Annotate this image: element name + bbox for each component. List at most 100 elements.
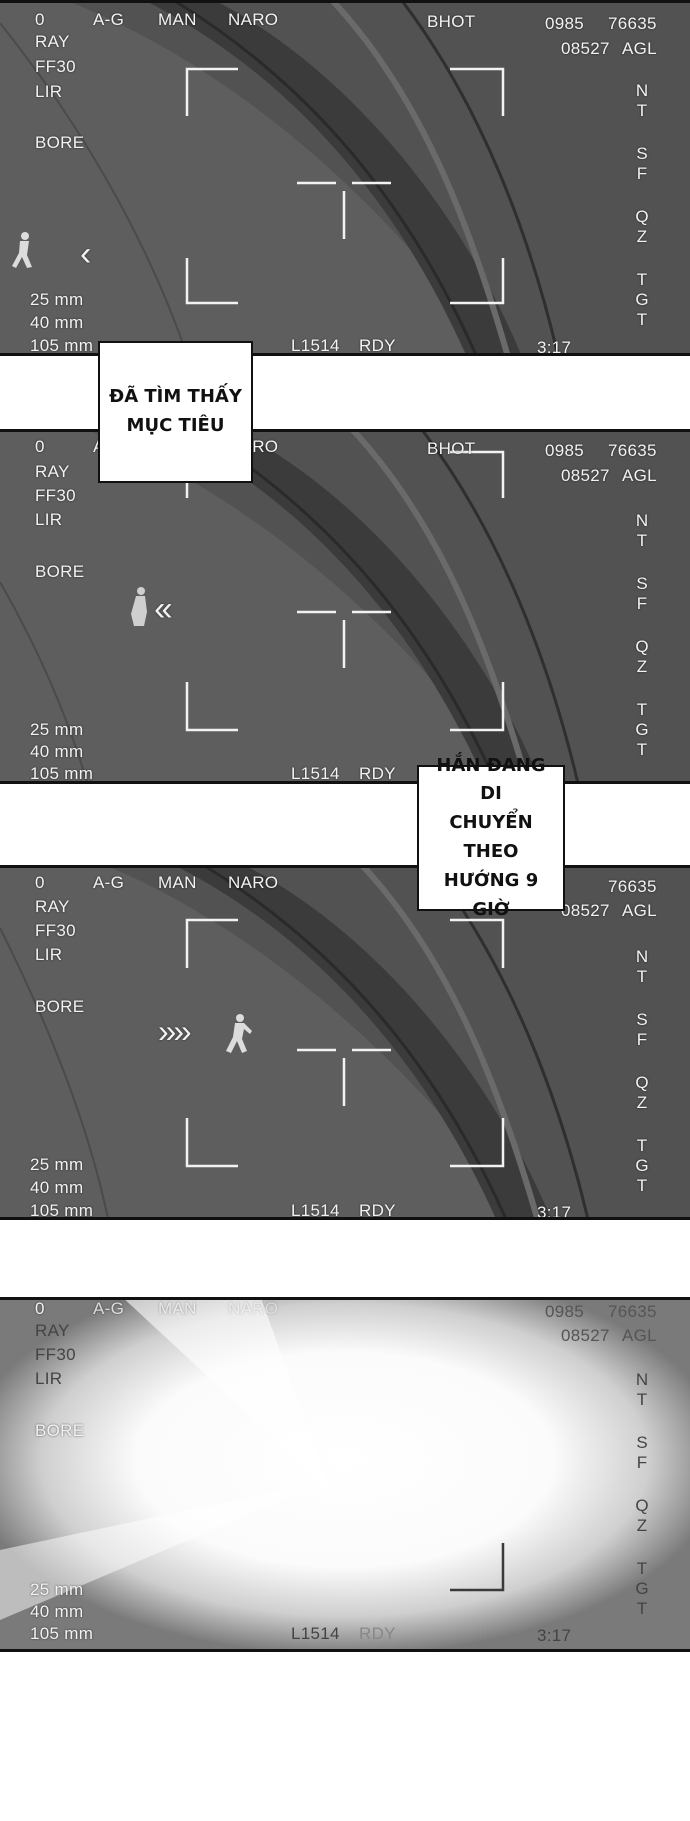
hud-caliber-105: 105 mm xyxy=(30,764,94,783)
hud-coord-a: 0985 xyxy=(545,1302,585,1321)
hud-mode: 0 xyxy=(35,873,45,892)
hud-agl-value: 08527 xyxy=(561,901,610,920)
hud-agl-label: AGL xyxy=(622,1326,657,1345)
thermal-panel-2: 0 A-G NARO BHOT 0985 76635 08527 AGL RAY… xyxy=(0,429,690,784)
hud-label-ray: RAY xyxy=(35,32,70,51)
hud-agl-value: 08527 xyxy=(561,1326,610,1345)
hud-coord-b: 76635 xyxy=(608,1302,657,1321)
terrain-view xyxy=(0,3,690,353)
hud-caliber-40: 40 mm xyxy=(30,742,84,761)
hud-caliber-105: 105 mm xyxy=(30,1201,94,1220)
target-marker: ‹‹ xyxy=(154,590,173,628)
hud-letter-t2: T xyxy=(636,1136,648,1155)
hud-coord-a: 0985 xyxy=(545,14,585,33)
hud-label-ray: RAY xyxy=(35,897,70,916)
hud-label-lir: LIR xyxy=(35,510,63,529)
hud-letter-q: Q xyxy=(635,207,649,226)
hud-agl-label: AGL xyxy=(622,901,657,920)
hud-rdy: RDY xyxy=(359,764,396,783)
hud-label-ff30: FF30 xyxy=(35,1345,76,1364)
hud-coord-a: 0985 xyxy=(545,441,585,460)
hud-letter-q: Q xyxy=(635,1496,649,1515)
hud-letter-t3: T xyxy=(636,1599,648,1618)
hud-coord-b: 76635 xyxy=(608,877,657,896)
hud-time: 3:17 xyxy=(537,338,572,356)
hud-ag: A-G xyxy=(93,10,125,29)
hud-letter-s: S xyxy=(636,144,648,163)
hud-letter-f: F xyxy=(636,164,648,183)
hud-letter-n: N xyxy=(635,947,649,966)
hud-bhot: BHOT xyxy=(427,12,476,31)
hud-letter-s: S xyxy=(636,1010,648,1029)
bubble-moving-line-1: HẮN ĐANG DI xyxy=(436,754,546,805)
hud-caliber-40: 40 mm xyxy=(30,313,84,332)
hud-status: L1514 xyxy=(291,1624,340,1643)
hud-naro: NARO xyxy=(228,10,279,29)
hud-letter-n: N xyxy=(635,81,649,100)
targeting-reticle xyxy=(185,67,505,305)
hud-caliber-105: 105 mm xyxy=(30,1624,94,1643)
hud-letter-f: F xyxy=(636,594,648,613)
hud-rdy: RDY xyxy=(359,1624,396,1643)
hud-naro: NARO xyxy=(228,1299,279,1318)
hud-mode: 0 xyxy=(35,437,45,456)
target-figure-icon xyxy=(226,1014,252,1053)
targeting-reticle xyxy=(185,918,505,1168)
hud-time: 3:17 xyxy=(537,1626,572,1645)
thermal-panel-1: 0 A-G MAN NARO BHOT 0985 76635 08527 AGL… xyxy=(0,0,690,356)
hud-coord-b: 76635 xyxy=(608,14,657,33)
hud-rdy: RDY xyxy=(359,1201,396,1220)
speech-bubble-moving: HẮN ĐANG DI CHUYỂN THEO HƯỚNG 9 GIỜ xyxy=(417,755,565,920)
hud-ag: A-G xyxy=(93,1299,125,1318)
hud-naro: NARO xyxy=(228,873,279,892)
hud-letter-t3: T xyxy=(636,1176,648,1195)
hud-letter-f: F xyxy=(636,1030,648,1049)
target-marker: ‹ xyxy=(80,235,92,273)
hud-coord-b: 76635 xyxy=(608,441,657,460)
hud-agl-value: 08527 xyxy=(561,466,610,485)
target-figure-icon xyxy=(131,587,147,626)
hud-letter-z: Z xyxy=(636,1093,648,1112)
terrain-view xyxy=(0,432,690,781)
hud-rdy: RDY xyxy=(359,336,396,355)
hud-mode: 0 xyxy=(35,10,45,29)
hud-man: MAN xyxy=(158,873,197,892)
thermal-panel-3: 0 A-G MAN NARO 76635 08527 AGL RAY FF30 … xyxy=(0,865,690,1220)
hud-agl-label: AGL xyxy=(622,39,657,58)
terrain-view xyxy=(0,1300,690,1649)
hud-letter-g: G xyxy=(635,290,649,309)
hud-letter-s: S xyxy=(636,574,648,593)
hud-letter-t2: T xyxy=(636,700,648,719)
hud-letter-t2: T xyxy=(636,270,648,289)
hud-label-ff30: FF30 xyxy=(35,57,76,76)
hud-bore: BORE xyxy=(35,133,85,152)
terrain-view xyxy=(0,868,690,1217)
hud-letter-t: T xyxy=(636,967,648,986)
hud-bore: BORE xyxy=(35,562,85,581)
hud-letter-z: Z xyxy=(636,657,648,676)
hud-letter-z: Z xyxy=(636,1516,648,1535)
hud-bore: BORE xyxy=(35,997,85,1016)
bubble-moving-line-3: HƯỚNG 9 GIỜ xyxy=(443,869,539,920)
hud-letter-g: G xyxy=(635,720,649,739)
hud-label-lir: LIR xyxy=(35,82,63,101)
hud-man: MAN xyxy=(158,1299,197,1318)
bubble-found-line-1: ĐÃ TÌM THẤY xyxy=(109,386,242,408)
hud-bore: BORE xyxy=(35,1421,85,1440)
hud-time: 3:17 xyxy=(537,1203,572,1220)
speech-bubble-found: ĐÃ TÌM THẤY MỤC TIÊU xyxy=(98,341,253,483)
hud-letter-t: T xyxy=(636,531,648,550)
hud-label-ray: RAY xyxy=(35,462,70,481)
hud-caliber-25: 25 mm xyxy=(30,290,84,309)
hud-letter-n: N xyxy=(635,511,649,530)
targeting-reticle xyxy=(450,1543,505,1592)
target-marker: ›››› xyxy=(158,1013,192,1049)
hud-status: L1514 xyxy=(291,336,340,355)
hud-caliber-25: 25 mm xyxy=(30,1155,84,1174)
hud-letter-n: N xyxy=(635,1370,649,1389)
hud-bhot: BHOT xyxy=(427,439,476,458)
hud-caliber-105: 105 mm xyxy=(30,336,94,355)
hud-caliber-40: 40 mm xyxy=(30,1178,84,1197)
hud-label-ff30: FF30 xyxy=(35,486,76,505)
hud-status: L1514 xyxy=(291,764,340,783)
